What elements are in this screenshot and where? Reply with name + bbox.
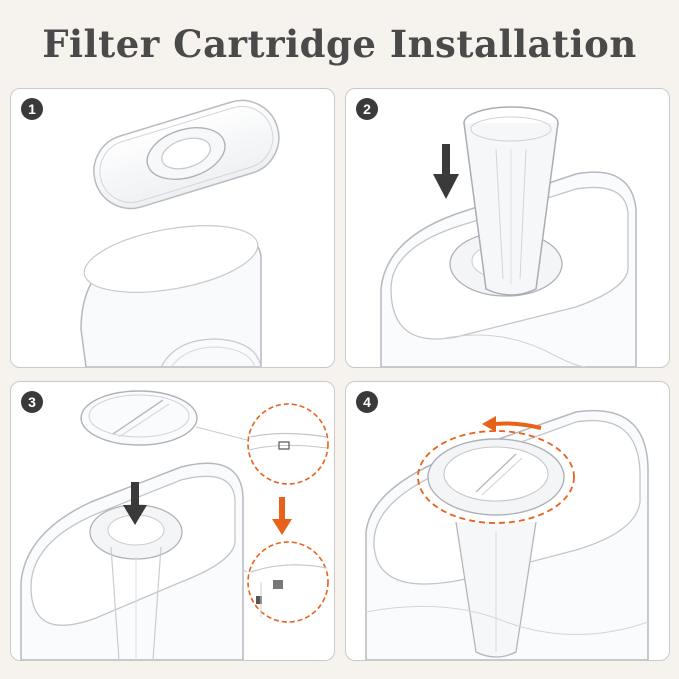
step-4-panel: 4 (345, 381, 670, 661)
step-1-illustration (80, 99, 280, 367)
installed-cartridge (427, 438, 565, 516)
dispenser-body (80, 225, 262, 367)
step-2-badge: 2 (356, 98, 378, 120)
step-1-panel: 1 (10, 88, 335, 368)
rotate-indicator (417, 416, 575, 524)
zoom-detail-2 (247, 541, 329, 623)
filter-cartridge (463, 106, 559, 296)
down-arrow-icon (272, 497, 292, 535)
step-3-panel: 3 (10, 381, 335, 661)
lid (93, 99, 280, 210)
step-3-illustration (20, 390, 329, 660)
step-4-illustration (365, 410, 649, 660)
step-4-badge: 4 (356, 391, 378, 413)
cartridge-cap (80, 390, 198, 446)
zoom-detail-1 (247, 403, 329, 485)
step-2-illustration (380, 106, 637, 367)
step-2-panel: 2 (345, 88, 670, 368)
down-arrow-icon (123, 482, 147, 525)
down-arrow-icon (433, 144, 459, 199)
dispenser-body (20, 462, 244, 660)
step-3-badge: 3 (21, 391, 43, 413)
page-title: Filter Cartridge Installation (42, 22, 637, 66)
step-1-badge: 1 (21, 98, 43, 120)
rotate-arrow-icon (482, 416, 496, 432)
